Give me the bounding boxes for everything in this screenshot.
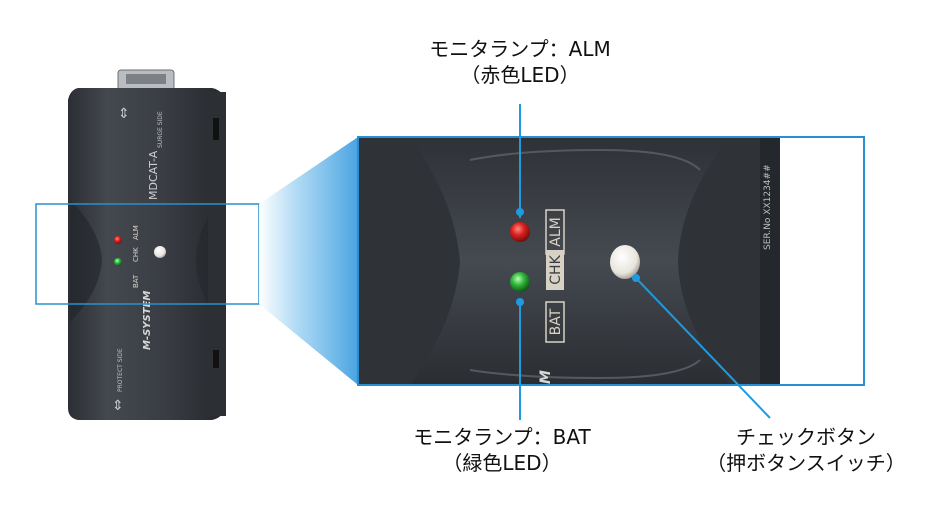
leader-lines xyxy=(516,104,771,420)
chk-button-small[interactable] xyxy=(154,246,166,258)
svg-text:CHK: CHK xyxy=(548,254,564,284)
device-photo: ⇕ ⇕ MDCAT-A SURGE SIDE M-SYSTEM PROTECT … xyxy=(68,69,226,420)
svg-text:BAT: BAT xyxy=(548,308,564,335)
svg-text:M: M xyxy=(538,370,554,384)
svg-text:SER.No XX1234##: SER.No XX1234## xyxy=(763,164,773,250)
alm-tag-small: ALM xyxy=(132,225,140,240)
alm-callout-line1: モニタランプ：ALM xyxy=(429,37,611,61)
bat-callout: モニタランプ：BAT （緑色LED） xyxy=(372,424,632,476)
bat-led-small xyxy=(114,258,122,266)
svg-text:ALM: ALM xyxy=(548,217,564,246)
brand-text: M-SYSTEM xyxy=(142,291,153,350)
chk-tag-small: CHK xyxy=(132,247,140,262)
alm-led xyxy=(510,222,530,242)
zoom-projection xyxy=(259,137,358,385)
bat-callout-line1: モニタランプ：BAT xyxy=(413,425,591,449)
bat-tag: BAT xyxy=(545,301,565,343)
model-text: MDCAT-A xyxy=(147,150,160,200)
alm-callout: モニタランプ：ALM （赤色LED） xyxy=(390,36,650,88)
arrow-up-icon: ⇕ xyxy=(118,106,130,122)
chk-callout: チェックボタン （押ボタンスイッチ） xyxy=(676,424,936,476)
alm-callout-line2: （赤色LED） xyxy=(460,63,580,87)
chk-leader xyxy=(633,275,771,419)
bat-tag-small: BAT xyxy=(132,274,140,288)
zoom-panel: SER.No XX1234## ALM CHK BAT M xyxy=(358,137,864,385)
arrow-down-icon: ⇕ xyxy=(112,398,124,414)
bat-callout-line2: （緑色LED） xyxy=(442,451,562,475)
chk-callout-line1: チェックボタン xyxy=(736,425,876,449)
protect-side-text: PROTECT SIDE xyxy=(117,348,124,392)
bat-led xyxy=(510,272,530,292)
chk-callout-line2: （押ボタンスイッチ） xyxy=(706,451,906,475)
surge-side-text: SURGE SIDE xyxy=(157,111,164,148)
chk-button[interactable] xyxy=(610,245,640,279)
zoom-frame xyxy=(357,136,865,386)
chk-tag: CHK xyxy=(546,250,564,290)
device-body xyxy=(68,88,226,420)
alm-led-small xyxy=(114,236,122,244)
